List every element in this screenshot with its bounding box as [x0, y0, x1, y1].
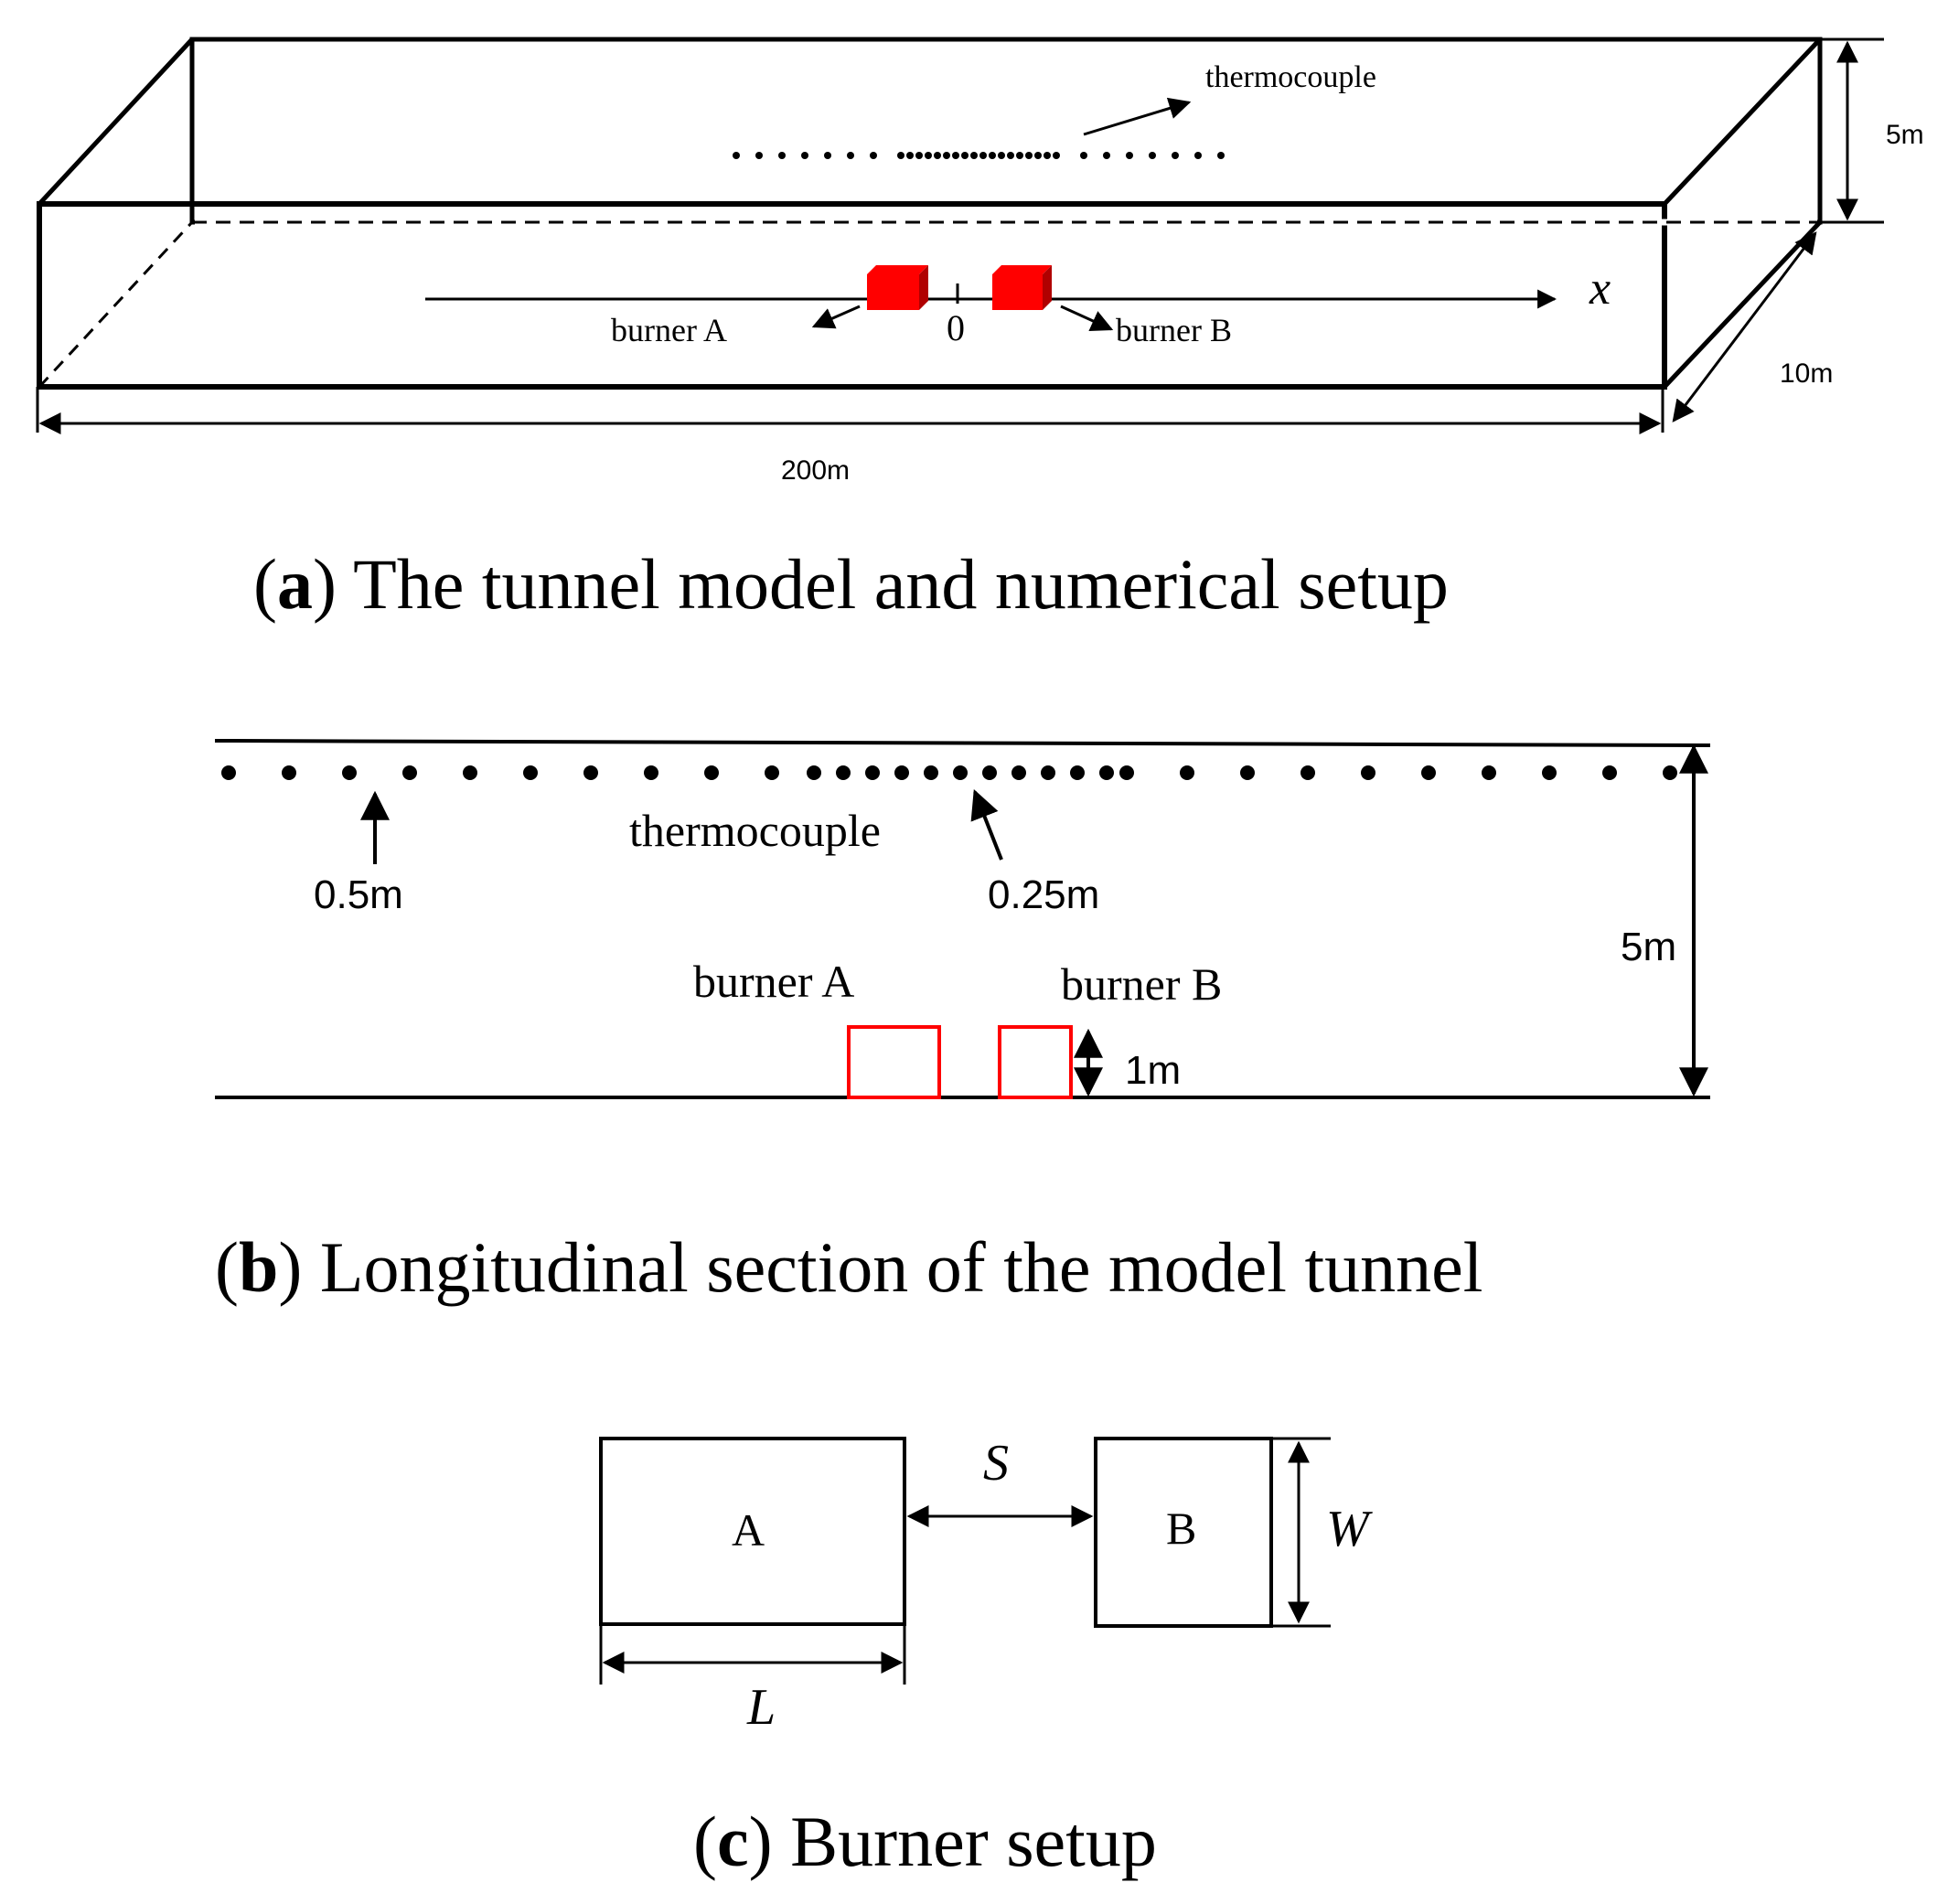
length-label-a: 200m	[781, 455, 850, 486]
thermocouple-row-section	[221, 765, 1677, 780]
burner-b-pointer-arrow	[1060, 305, 1114, 331]
tunnel-front-face	[37, 201, 1667, 390]
caption-b-letter: b	[239, 1227, 278, 1307]
burner-a-pointer-arrow	[811, 305, 861, 329]
burner-b-label-a: burner B	[1116, 312, 1232, 348]
thermocouple-row-3d	[733, 152, 1225, 159]
x-axis-label: x	[1589, 262, 1611, 315]
caption-a-letter: a	[277, 544, 313, 624]
fine-spacing-arrow	[970, 789, 1003, 861]
panel-b-longitudinal-section: thermocouple 0.5m 0.25m burner A burner …	[214, 739, 1711, 1307]
length-label-c: L	[746, 1679, 776, 1736]
caption-c-letter: c	[717, 1802, 749, 1881]
caption-a-text: The tunnel model and numerical setup	[353, 544, 1449, 624]
section-height-label: 5m	[1621, 925, 1676, 969]
fine-spacing-label: 0.25m	[988, 872, 1099, 917]
box-a-label: A	[732, 1504, 765, 1556]
burner-a-box	[599, 1437, 906, 1626]
height-label-a: 5m	[1886, 120, 1924, 150]
panel-a-tunnel-model: thermocouple x 0 burner A burner B 5m 10…	[36, 37, 1924, 624]
tunnel-ceiling-line	[214, 739, 1711, 747]
thermocouple-pointer-arrow	[1083, 97, 1192, 136]
panel-c-burner-setup: A B S W L (c) Burner setup	[599, 1435, 1373, 1881]
burner-a-outline	[847, 1025, 941, 1099]
burner-a-block	[867, 265, 928, 310]
thermocouple-label-a: thermocouple	[1205, 60, 1376, 94]
burner-a-label-a: burner A	[611, 312, 727, 348]
box-b-label: B	[1166, 1503, 1196, 1554]
coarse-spacing-label: 0.5m	[314, 872, 403, 917]
caption-b-text: Longitudinal section of the model tunnel	[320, 1227, 1483, 1307]
tunnel-edge-top-right	[1663, 37, 1822, 206]
tunnel-edge-top-left	[37, 37, 194, 206]
burner-height-label: 1m	[1125, 1048, 1181, 1093]
caption-b: (b) Longitudinal section of the model tu…	[215, 1227, 1482, 1307]
tunnel-edge-hidden-left	[37, 220, 194, 389]
burner-b-outline	[998, 1025, 1073, 1099]
burner-b-block	[992, 265, 1052, 310]
burner-b-box	[1094, 1437, 1273, 1628]
caption-c: (c) Burner setup	[693, 1802, 1157, 1881]
spacing-label: S	[983, 1435, 1009, 1492]
origin-label: 0	[947, 307, 965, 348]
width-label-a: 10m	[1780, 358, 1833, 389]
width-label-c: W	[1326, 1501, 1373, 1557]
tunnel-back-face	[189, 37, 1823, 225]
caption-a: (a) The tunnel model and numerical setup	[253, 544, 1449, 624]
burner-a-label-b: burner A	[693, 956, 854, 1007]
caption-c-text: Burner setup	[790, 1802, 1157, 1881]
thermocouple-label-b: thermocouple	[629, 805, 881, 856]
burner-b-label-b: burner B	[1061, 958, 1222, 1010]
width-dimension-arrow	[1672, 231, 1817, 423]
